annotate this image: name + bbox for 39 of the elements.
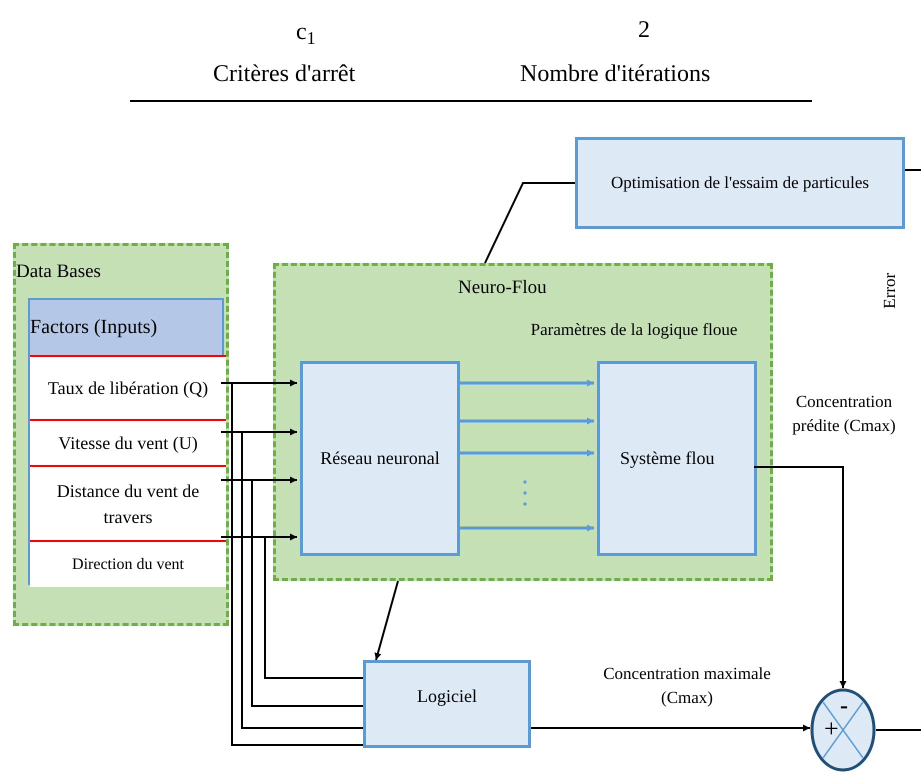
arrow: [754, 466, 846, 688]
text-label: Concentration prédite (Cmax): [791, 391, 897, 437]
node-title: Optimisation de l'essaim de particules: [610, 172, 870, 194]
text-label: 2: [638, 16, 650, 45]
node-title: Direction du vent: [72, 554, 184, 574]
arrow: [531, 724, 810, 732]
node-text: Paramètres de la logique floue: [530, 320, 738, 339]
process-box: [300, 361, 460, 556]
text-label: c$_{1}$: [296, 18, 316, 50]
process-box: [363, 660, 531, 748]
table-box: [28, 298, 224, 585]
table-row: [30, 419, 226, 465]
process-box: [575, 137, 905, 229]
node-title: Vitesse du vent (U): [58, 432, 198, 455]
arrow: [457, 380, 594, 386]
table-row: [30, 540, 226, 587]
node-title: Réseau neuronal: [320, 447, 440, 470]
table-row: [30, 465, 226, 540]
node-title: Factors (Inputs): [30, 316, 158, 338]
node-text: +: [824, 714, 839, 743]
node-title: Taux de libération (Q): [46, 377, 210, 400]
group-box: [13, 243, 229, 626]
summing-junction: [810, 688, 876, 772]
signal-label: Error: [879, 272, 900, 309]
text-label: Nombre d'itérations: [520, 60, 710, 89]
group-box: [273, 263, 773, 581]
node-title: Distance du vent de travers: [56, 480, 200, 528]
text-label: Critères d'arrêt: [213, 60, 356, 89]
node-title: -: [840, 693, 848, 719]
arrow: [457, 418, 594, 424]
node-title: Data Bases: [16, 261, 101, 282]
arrow: [374, 580, 399, 660]
node-title: Logiciel: [417, 684, 477, 708]
node-title: Neuro-Flou: [458, 277, 547, 298]
process-box: [597, 361, 757, 556]
node-title: Système flou: [620, 447, 714, 470]
arrow: [457, 450, 594, 456]
arrow: [457, 524, 594, 532]
table-row: [30, 355, 226, 419]
